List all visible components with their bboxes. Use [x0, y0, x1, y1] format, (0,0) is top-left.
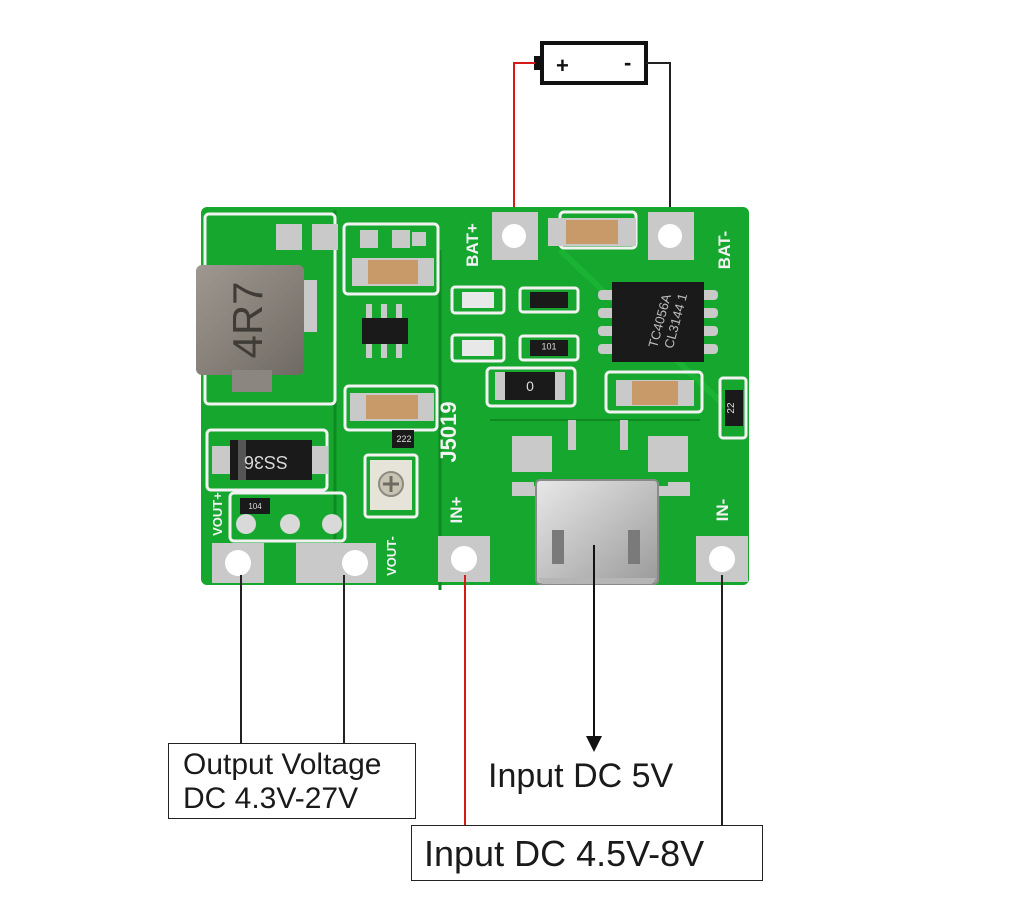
- capacitors: [350, 218, 694, 421]
- input-range-label: Input DC 4.5V-8V: [411, 825, 763, 881]
- resistors: 101 0 22: [392, 292, 743, 448]
- output-voltage-line2: DC 4.3V-27V: [183, 782, 359, 815]
- vout-plus-label: VOUT+: [210, 492, 225, 536]
- bat-plus-pad[interactable]: [492, 212, 538, 260]
- inductor-code: 4R7: [224, 281, 271, 358]
- pot-code: 222: [396, 434, 411, 444]
- usb-arrow: [586, 545, 602, 752]
- in-plus-pad[interactable]: [438, 536, 490, 582]
- in-minus-label: IN-: [713, 499, 732, 522]
- diode-code: SS36: [244, 452, 288, 472]
- resistor-code-101: 101: [541, 341, 556, 351]
- input-5v-label: Input DC 5V: [488, 757, 674, 795]
- led-red: [462, 292, 494, 308]
- output-voltage-label: Output Voltage DC 4.3V-27V: [168, 743, 416, 819]
- schottky-diode: SS36: [212, 440, 328, 480]
- output-voltage-line1: Output Voltage: [183, 748, 382, 781]
- bat-minus-pad[interactable]: [648, 212, 694, 260]
- led-blue: [462, 340, 494, 356]
- boost-ic: [362, 304, 408, 358]
- bat-plus-label: BAT+: [463, 223, 482, 267]
- output-test-points: 104: [236, 498, 342, 534]
- charger-ic: TC4056A CL3144 1: [598, 282, 718, 362]
- resistor-code-22: 22: [726, 402, 737, 414]
- bat-minus-label: BAT-: [715, 231, 734, 269]
- battery-positive-wire: [513, 62, 535, 232]
- model-label: J5019: [436, 401, 461, 462]
- in-plus-label: IN+: [447, 496, 466, 523]
- battery-minus-sign: -: [624, 50, 631, 75]
- battery-negative-wire: [646, 62, 671, 232]
- vout-plus-pad[interactable]: [212, 543, 264, 583]
- battery-plus-sign: +: [556, 53, 569, 78]
- inductor: 4R7: [196, 265, 304, 392]
- pcb-board: 4R7 SS36: [196, 207, 749, 590]
- micro-usb-port[interactable]: [522, 479, 674, 585]
- vout-minus-label: VOUT-: [384, 536, 399, 576]
- resistor-code-104: 104: [248, 502, 262, 511]
- in-minus-pad[interactable]: [696, 536, 748, 582]
- resistor-code-0: 0: [526, 378, 534, 394]
- vout-minus-pad[interactable]: [296, 543, 376, 583]
- trim-potentiometer: 222: [370, 434, 412, 510]
- battery-symbol: + -: [534, 41, 648, 85]
